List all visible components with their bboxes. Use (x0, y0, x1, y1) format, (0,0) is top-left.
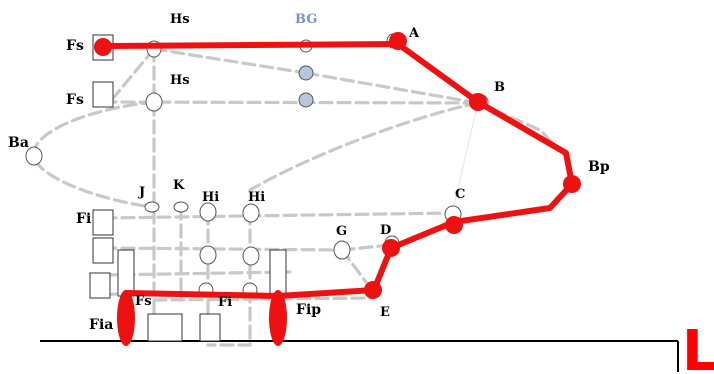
label-fi-left: Fi (76, 211, 91, 227)
node-j (144, 201, 160, 213)
label-fs-mid: Fs (66, 92, 84, 108)
dashed-fi-row (102, 211, 454, 220)
box-fi-left-2 (92, 237, 114, 264)
label-fip: Fip (296, 302, 321, 318)
red-dot-d (382, 239, 400, 257)
box-fi-bottom (199, 313, 221, 342)
node-hi-2-low (242, 246, 260, 266)
label-ba: Ba (8, 135, 29, 151)
label-j: J (138, 185, 145, 200)
labels: Fs Hs BG A Fs Hs B Ba Bp J K Hi Hi C Fi … (8, 12, 714, 374)
box-fs-mid (92, 81, 114, 108)
red-dot-b (469, 93, 487, 111)
boxes (89, 34, 287, 342)
red-dot-bp (563, 175, 581, 193)
box-tall-left (117, 249, 135, 297)
label-fs-top: Fs (66, 38, 84, 54)
label-bp: Bp (588, 159, 610, 175)
label-b: B (494, 80, 505, 95)
node-bg-low (298, 92, 314, 108)
dashed-bg2-to-b (304, 71, 480, 105)
node-hs-mid (145, 92, 163, 112)
label-hs-top: Hs (170, 12, 190, 27)
label-e: E (380, 305, 390, 320)
box-fi-left-1 (92, 209, 114, 236)
gray-dashed-connections (32, 47, 572, 347)
dashed-bottom-drop (206, 288, 252, 347)
red-foot-fip (269, 290, 287, 346)
label-a: A (408, 26, 420, 41)
label-d: D (380, 223, 391, 238)
box-tall-right (269, 249, 287, 297)
label-big-l: L (682, 319, 714, 374)
node-hi-1 (199, 202, 217, 222)
label-c: C (455, 187, 465, 202)
label-fs-bottom: Fs (135, 294, 152, 309)
label-fia: Fia (89, 317, 113, 333)
dashed-hs-top-to-bg2 (152, 47, 308, 75)
red-dot-e (364, 281, 382, 299)
dashed-hs-top-to-fs-mid (108, 47, 156, 104)
dashed-hs-mid-to-b (102, 100, 480, 105)
dashed-ba-loop (32, 100, 156, 209)
node-ba (25, 146, 43, 166)
node-g (333, 240, 351, 260)
node-hi-1-low (199, 245, 217, 265)
red-foot-fia (117, 290, 135, 346)
box-fi-left-3 (89, 272, 111, 299)
dashed-fi2-row (102, 246, 344, 252)
red-dot-a (389, 32, 407, 50)
node-hi-2 (242, 203, 260, 223)
red-dot-c (445, 216, 463, 234)
dashed-bottom-row (152, 296, 374, 302)
thin-b-to-c-line (451, 102, 479, 214)
red-dot-fs (94, 38, 112, 56)
red-path (94, 32, 581, 346)
label-fi-bottom: Fi (218, 295, 232, 310)
label-hs-mid: Hs (170, 73, 190, 88)
box-fs-bottom (147, 313, 183, 342)
label-hi-1: Hi (202, 190, 219, 205)
node-k (173, 201, 189, 213)
label-k: K (173, 178, 185, 193)
red-path-line (100, 41, 575, 299)
label-g: G (336, 224, 347, 239)
dashed-ba-loop-right (248, 101, 480, 192)
label-bg: BG (295, 12, 317, 27)
label-hi-2: Hi (248, 190, 265, 205)
node-bg-mid (298, 65, 314, 81)
dashed-row3 (102, 270, 292, 277)
